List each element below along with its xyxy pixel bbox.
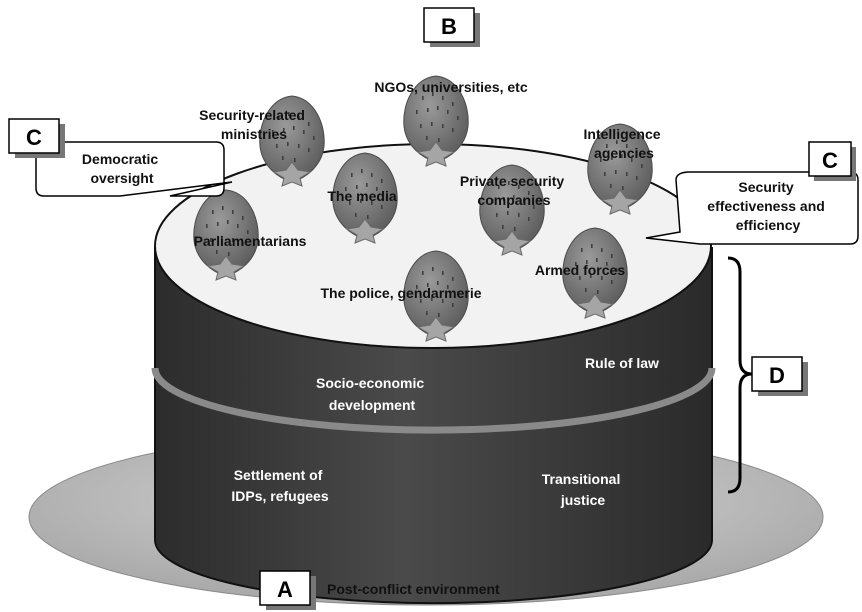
layer-rule-of-law: Rule of law [585,355,659,371]
actor-intelligence: Intelligence agencies [584,126,665,161]
actor-ngos: NGOs, universities, etc [374,79,527,95]
layer-transitional-justice: Transitional justice [542,471,624,508]
actor-ministries: Security-related ministries [199,107,309,142]
svg-text:D: D [769,363,785,388]
cake-layer-band [151,367,716,434]
cake-body [154,247,713,605]
actor-private-security: Private security companies [460,173,568,208]
actor-media: The media [327,188,396,204]
base-label: Post-conflict environment [327,581,500,597]
curly-brace-icon [727,256,753,494]
box-d: D [751,356,808,396]
svg-text:B: B [441,14,457,39]
box-c-right: C [808,141,856,181]
actor-armed-forces: Armed forces [535,262,625,278]
layer-socio-economic: Socio-economic development [316,375,428,413]
layer-settlement: Settlement of IDPs, refugees [231,467,328,504]
actor-police: The police, gendarmerie [320,285,481,301]
svg-text:C: C [822,148,838,173]
svg-text:C: C [26,125,42,150]
callout-left-text: Democratic oversight [82,151,162,186]
svg-text:A: A [277,577,293,602]
box-c-left: C [8,118,65,158]
box-a: A [259,570,316,610]
box-b: B [423,7,480,47]
callout-right-text: Security effectiveness and efficiency [707,179,828,233]
actor-parliamentarians: Parliamentarians [194,233,307,249]
